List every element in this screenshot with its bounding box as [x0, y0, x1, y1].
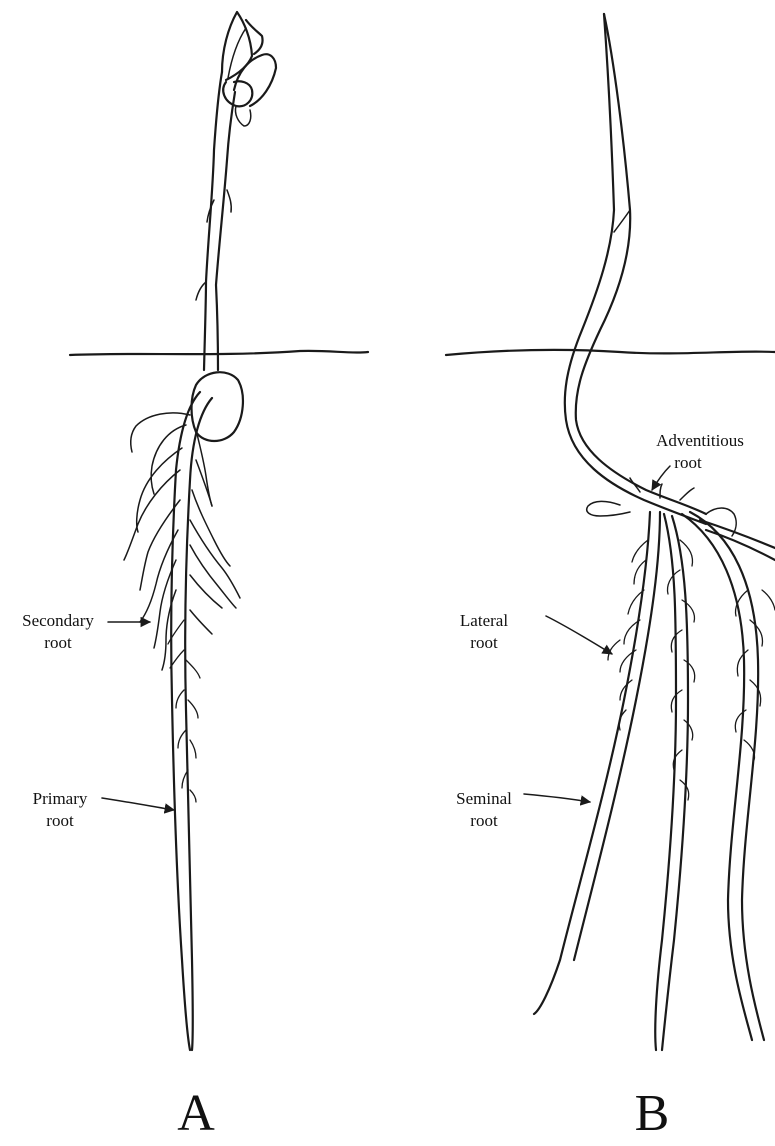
svg-text:root: root — [470, 633, 498, 652]
seminal-roots-b — [534, 512, 775, 1050]
svg-text:root: root — [674, 453, 702, 472]
cotyledon-a — [192, 372, 243, 441]
svg-text:Secondary: Secondary — [22, 611, 94, 630]
leaves-a — [222, 12, 276, 126]
svg-text:Seminal: Seminal — [456, 789, 512, 808]
lateral-roots-b — [608, 540, 775, 800]
seminal-root-arrow — [524, 794, 590, 802]
label-primary-root: Primary root — [33, 789, 174, 830]
primary-root-arrow — [102, 798, 174, 810]
svg-text:Primary: Primary — [33, 789, 88, 808]
lateral-root-arrow — [546, 616, 612, 654]
label-adventitious-root: Adventitious root — [652, 431, 744, 490]
svg-text:Lateral: Lateral — [460, 611, 508, 630]
svg-text:root: root — [470, 811, 498, 830]
label-seminal-root: Seminal root — [456, 789, 590, 830]
soil-line-b — [446, 350, 775, 355]
panel-a: Secondary root Primary root A — [22, 12, 368, 1141]
panel-label-b: B — [635, 1085, 670, 1141]
label-secondary-root: Secondary root — [22, 611, 150, 652]
secondary-roots-a — [124, 413, 240, 802]
svg-text:Adventitious: Adventitious — [656, 431, 744, 450]
svg-text:root: root — [44, 633, 72, 652]
svg-text:root: root — [46, 811, 74, 830]
shoot-a — [196, 72, 235, 370]
panel-label-a: A — [177, 1085, 215, 1141]
label-lateral-root: Lateral root — [460, 611, 612, 654]
panel-b: Adventitious root Lateral root Seminal r… — [446, 14, 775, 1141]
